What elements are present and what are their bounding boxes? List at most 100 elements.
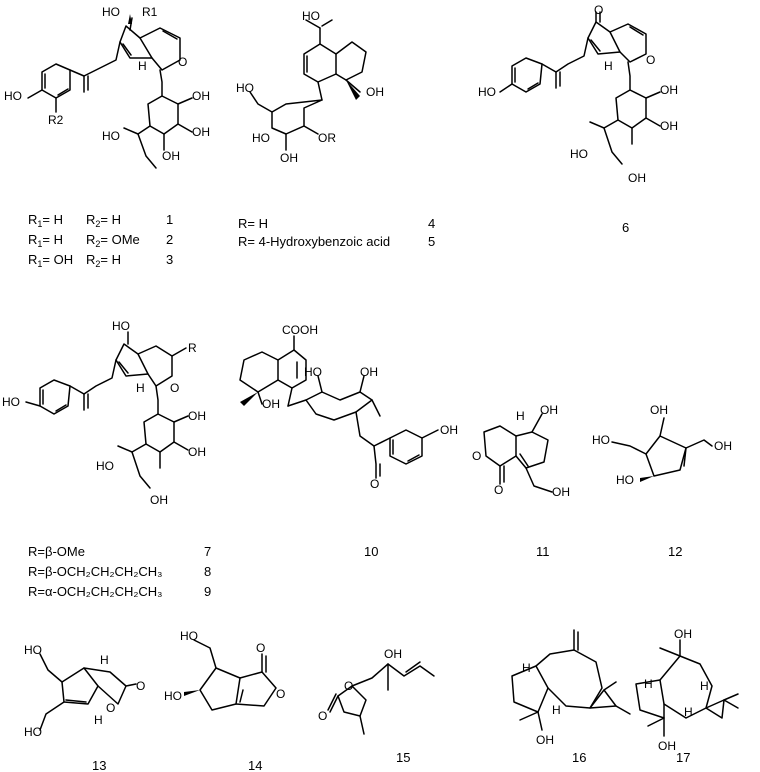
compound-7-9: HO R H O HO OH HO OH OH bbox=[2, 319, 206, 507]
atom-h: H bbox=[644, 677, 653, 691]
atom-oh: OH bbox=[366, 85, 384, 99]
atom-h: H bbox=[604, 59, 613, 73]
atom-ho: HO bbox=[24, 725, 42, 739]
atom-h: H bbox=[94, 713, 103, 727]
atom-oh: OH bbox=[262, 397, 280, 411]
atom-ho: HO bbox=[304, 365, 322, 379]
atom-ho-phenol: HO bbox=[2, 395, 20, 409]
atom-cooh: COOH bbox=[282, 323, 318, 337]
atom-ho: HO bbox=[24, 643, 42, 657]
atom-h: H bbox=[100, 653, 109, 667]
atom-oh: OH bbox=[540, 403, 558, 417]
compound-number: 7 bbox=[204, 544, 211, 559]
atom-oh: OH bbox=[650, 403, 668, 417]
compound-number: 6 bbox=[622, 220, 629, 235]
compound-14: HO O HO O 14 bbox=[164, 629, 285, 772]
atom-o: O bbox=[170, 381, 179, 395]
atom-oh: OH bbox=[384, 647, 402, 661]
atom-ho: HO bbox=[570, 147, 588, 161]
compound-number: 14 bbox=[248, 758, 262, 772]
atom-r2: R2 bbox=[48, 113, 64, 127]
compound-number: 4 bbox=[428, 216, 435, 231]
atom-oh: OH bbox=[536, 733, 554, 747]
atom-o: O bbox=[472, 449, 481, 463]
atom-or: OR bbox=[318, 131, 336, 145]
atom-ho: HO bbox=[180, 629, 198, 643]
svg-text:R1= H: R1= H bbox=[28, 212, 63, 229]
compound-10: COOH OH HO OH O OH 10 bbox=[239, 323, 458, 559]
svg-text:R=β-OCH₂CH₂CH₂CH₃: R=β-OCH₂CH₂CH₂CH₃ bbox=[28, 564, 162, 579]
compound-number: 1 bbox=[166, 212, 173, 227]
atom-oh: OH bbox=[628, 171, 646, 185]
atom-ho-phenol: HO bbox=[4, 89, 22, 103]
compound-number: 16 bbox=[572, 750, 586, 765]
legend-1-3: R1= H R2= H 1 R1= H R2= OMe 2 R1= OH R2=… bbox=[28, 212, 173, 269]
atom-r: R bbox=[188, 341, 197, 355]
compound-number: 15 bbox=[396, 750, 410, 765]
atom-oh: OH bbox=[188, 409, 206, 423]
atom-oh: OH bbox=[150, 493, 168, 507]
atom-h: H bbox=[684, 705, 693, 719]
atom-o: O bbox=[370, 477, 379, 491]
atom-o: O bbox=[318, 709, 327, 723]
legend-7-9: R=β-OMe 7 R=β-OCH₂CH₂CH₂CH₃ 8 R=α-OCH₂CH… bbox=[28, 544, 211, 599]
atom-ho-acid: HO bbox=[302, 9, 320, 23]
atom-o: O bbox=[344, 679, 353, 693]
atom-oh: OH bbox=[714, 439, 732, 453]
compound-13: HO H O O H HO 13 bbox=[24, 643, 145, 772]
svg-text:R1= OH: R1= OH bbox=[28, 252, 73, 269]
atom-r1: R1 bbox=[142, 5, 158, 19]
atom-o: O bbox=[106, 701, 115, 715]
atom-oh: OH bbox=[192, 89, 210, 103]
compound-number: 12 bbox=[668, 544, 682, 559]
compound-4-5: HO OH HO HO OH OR bbox=[236, 9, 384, 165]
atom-ho: HO bbox=[164, 689, 182, 703]
compound-16: OH H H 16 bbox=[511, 629, 631, 765]
compound-number: 17 bbox=[676, 750, 690, 765]
svg-text:R=α-OCH₂CH₂CH₂CH₃: R=α-OCH₂CH₂CH₂CH₃ bbox=[28, 584, 162, 599]
atom-ho: HO bbox=[96, 459, 114, 473]
svg-text:R1= H: R1= H bbox=[28, 232, 63, 249]
atom-o: O bbox=[256, 641, 265, 655]
atom-o: O bbox=[646, 53, 655, 67]
atom-ho: HO bbox=[112, 319, 130, 333]
atom-o: O bbox=[494, 483, 503, 497]
atom-h: H bbox=[138, 59, 147, 73]
compound-12: OH HO OH HO 12 bbox=[592, 403, 732, 559]
atom-oh: OH bbox=[660, 83, 678, 97]
atom-o: O bbox=[136, 679, 145, 693]
svg-text:R=β-OMe: R=β-OMe bbox=[28, 544, 85, 559]
atom-oh: OH bbox=[552, 485, 570, 499]
atom-ho: HO bbox=[592, 433, 610, 447]
atom-h: H bbox=[552, 703, 561, 717]
compound-number: 5 bbox=[428, 234, 435, 249]
atom-oh: OH bbox=[280, 151, 298, 165]
compound-11: OH H O O OH 11 bbox=[472, 403, 570, 559]
atom-o: O bbox=[178, 55, 187, 69]
svg-text:R2= H: R2= H bbox=[86, 252, 121, 269]
atom-h: H bbox=[522, 661, 531, 675]
svg-text:R= H: R= H bbox=[238, 216, 268, 231]
atom-ho: HO bbox=[102, 129, 120, 143]
atom-oh-phenol: OH bbox=[440, 423, 458, 437]
atom-h: H bbox=[516, 409, 525, 423]
atom-ho: HO bbox=[236, 81, 254, 95]
svg-text:R2= H: R2= H bbox=[86, 212, 121, 229]
compound-number: 3 bbox=[166, 252, 173, 267]
compound-6: O O H HO OH HO OH OH 6 bbox=[478, 3, 678, 235]
svg-text:R= 4-Hydroxybenzoic acid: R= 4-Hydroxybenzoic acid bbox=[238, 234, 390, 249]
compound-number: 10 bbox=[364, 544, 378, 559]
atom-o: O bbox=[276, 687, 285, 701]
compound-17: OH H H H OH 17 bbox=[635, 627, 739, 765]
compound-number: 8 bbox=[204, 564, 211, 579]
atom-oh: OH bbox=[360, 365, 378, 379]
compound-1-3: HO R1 O H HO R2 OH OH HO OH bbox=[4, 5, 210, 169]
atom-ho: HO bbox=[252, 131, 270, 145]
compound-number: 13 bbox=[92, 758, 106, 772]
compound-number: 2 bbox=[166, 232, 173, 247]
legend-4-5: R= H 4 R= 4-Hydroxybenzoic acid 5 bbox=[238, 216, 435, 249]
svg-text:R2= OMe: R2= OMe bbox=[86, 232, 140, 249]
atom-oh: OH bbox=[660, 119, 678, 133]
compound-15: OH O O 15 bbox=[318, 647, 435, 765]
